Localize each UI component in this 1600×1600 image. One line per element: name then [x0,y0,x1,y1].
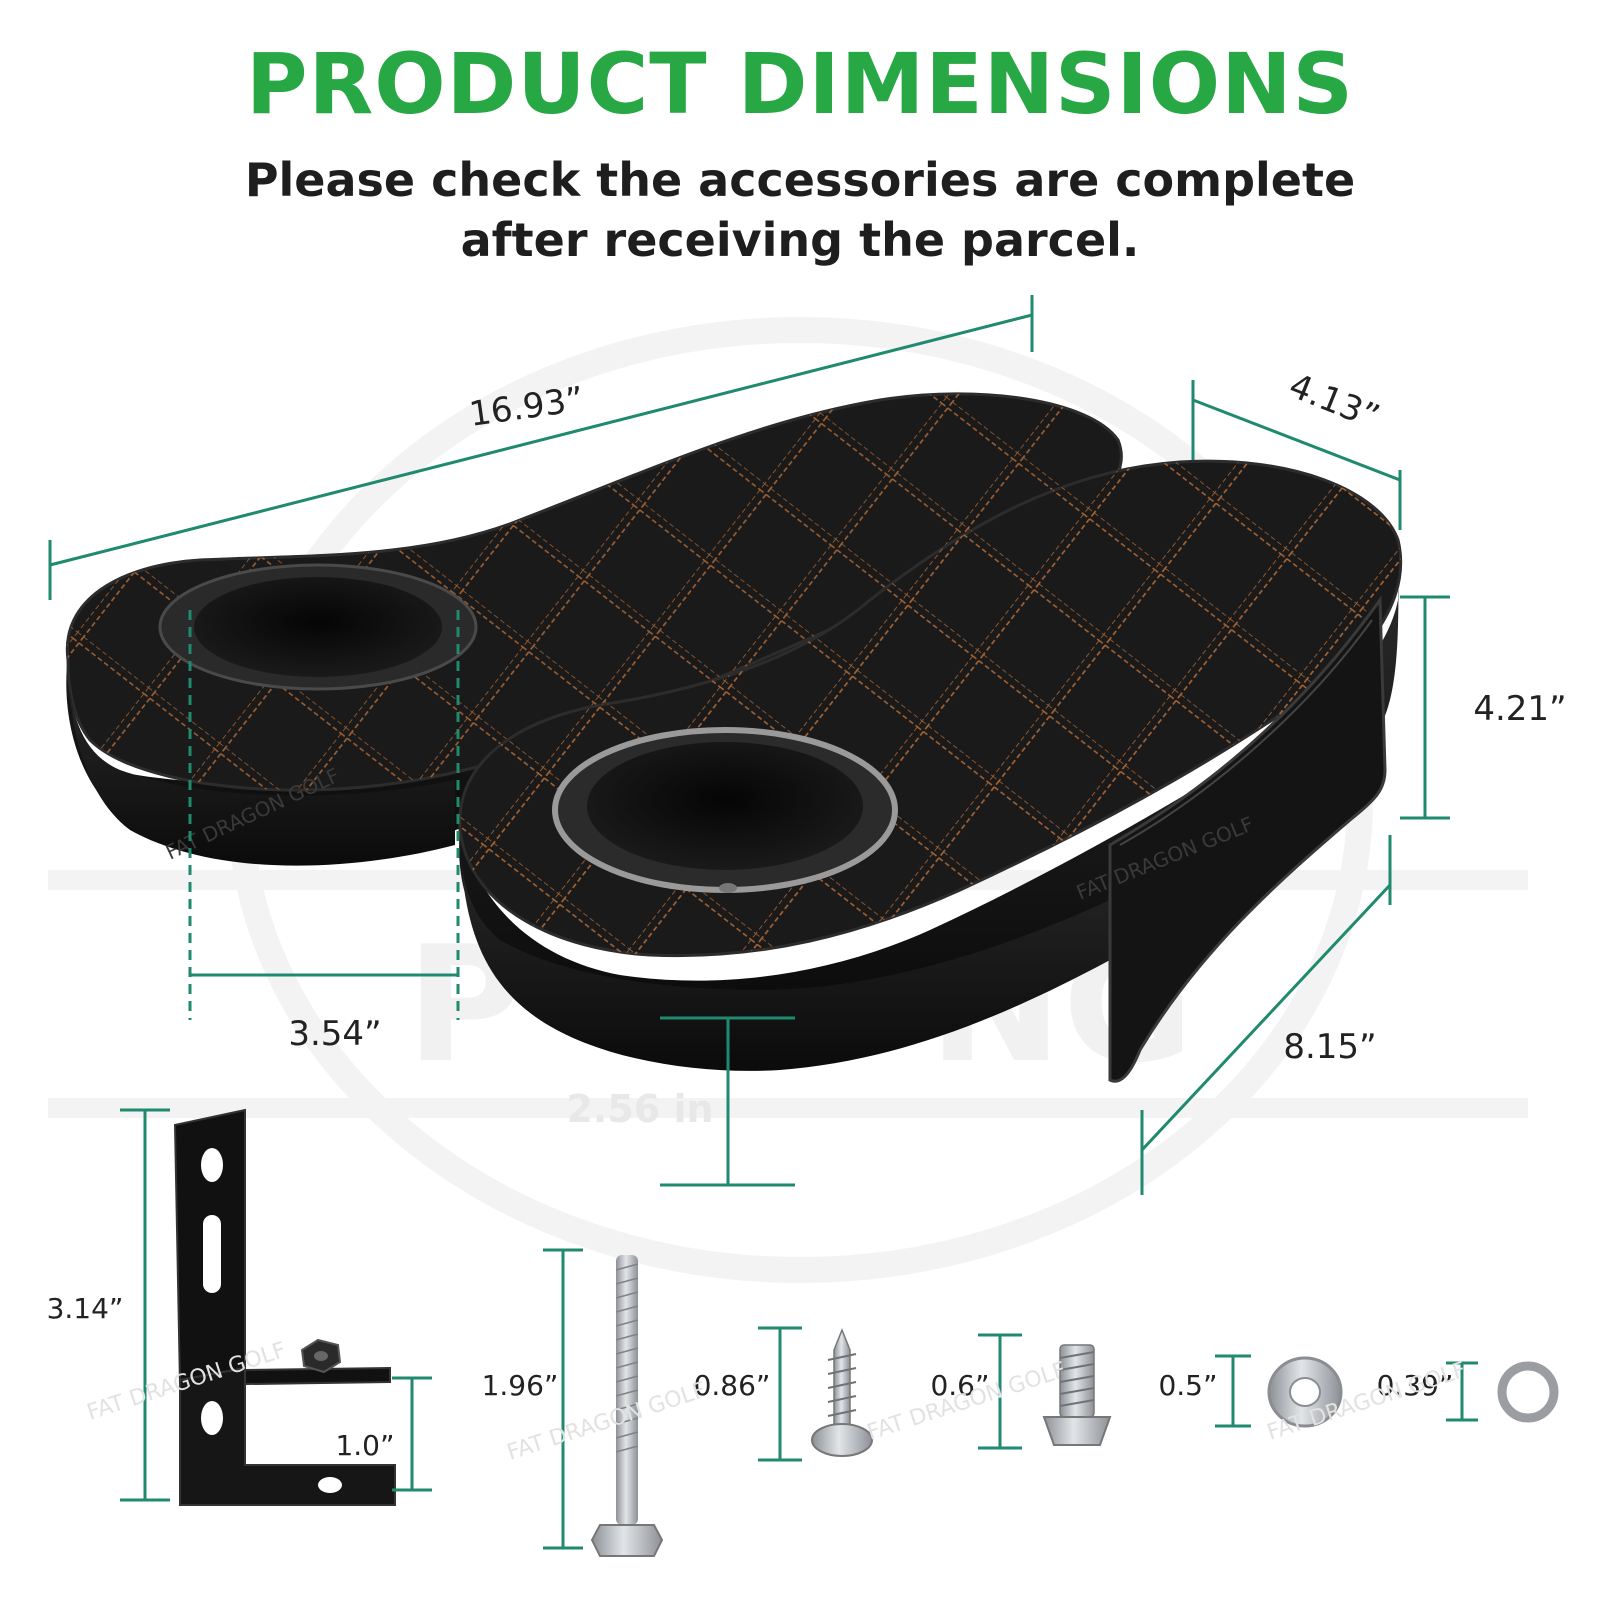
label-bracket-height: 3.14” [47,1292,124,1325]
bolt-thread [615,1263,639,1453]
hardware-dimension-lines [120,1108,1478,1550]
subtitle-line-2: after receiving the parcel. [460,213,1140,267]
mounting-bracket [173,1108,396,1506]
wood-screw [811,1327,873,1457]
wood-screw-thread [827,1353,857,1417]
label-width: 4.13” [1283,366,1385,438]
page-title: PRODUCT DIMENSIONS [246,35,1354,133]
flat-washer [1267,1356,1343,1428]
right-cup-drain-hole [719,883,737,893]
left-armrest-stitching [67,393,1122,790]
machine-screw-thread [1059,1351,1095,1407]
bracket-slot [203,1215,221,1293]
label-bolt-length: 1.96” [482,1369,559,1402]
dim-line-width [1192,398,1401,482]
left-armrest-front-wall [68,665,455,866]
right-armrest-front-wall [460,835,1110,1071]
spring-washer [1497,1361,1559,1423]
machine-screw [1042,1344,1112,1446]
label-pocket-height: 4.21” [1473,689,1566,729]
label-pocket-length: 8.15” [1283,1027,1376,1067]
bolt-shaft [616,1255,638,1525]
bolt-head [590,1524,664,1557]
bracket-hole-2 [201,1401,223,1435]
bracket-lower [179,1366,396,1506]
label-flat-washer: 0.5” [1158,1369,1217,1402]
label-cup-diameter: 3.54” [288,1014,381,1054]
left-cup-holder-opening [194,577,442,677]
label-wood-screw-length: 0.86” [694,1369,771,1402]
wood-screw-shaft [833,1327,851,1426]
label-machine-screw-length: 0.6” [930,1369,989,1402]
side-pocket-seam [1119,619,1373,846]
dimension-lines [48,295,1450,1195]
side-pocket [1108,595,1387,1083]
bracket-nut-center [314,1351,328,1361]
left-armrest: FAT DRAGON GOLF [65,392,1123,866]
right-armrest: FAT DRAGON GOLF [458,459,1403,1083]
label-overall-length: 16.93” [467,379,586,435]
label-spring-washer: 0.39” [1377,1369,1454,1402]
bracket-hole-1 [201,1148,223,1182]
spring-washer-ring [1497,1361,1559,1423]
bracket-hole-3 [318,1477,342,1493]
machine-screw-head [1042,1416,1112,1446]
label-height: 2.56 in [566,1087,713,1131]
subtitle-line-1: Please check the accessories are complet… [244,153,1356,207]
right-cup-holder-opening [587,742,863,870]
label-bracket-foot: 1.0” [335,1429,394,1462]
flat-washer-hole [1289,1377,1321,1407]
wood-screw-head [811,1423,873,1457]
page-subtitle: Please check the accessories are complet… [0,150,1600,270]
dim-line-pocket-length [1140,883,1392,1152]
dim-line-length [49,313,1033,567]
hex-bolt [590,1255,664,1557]
